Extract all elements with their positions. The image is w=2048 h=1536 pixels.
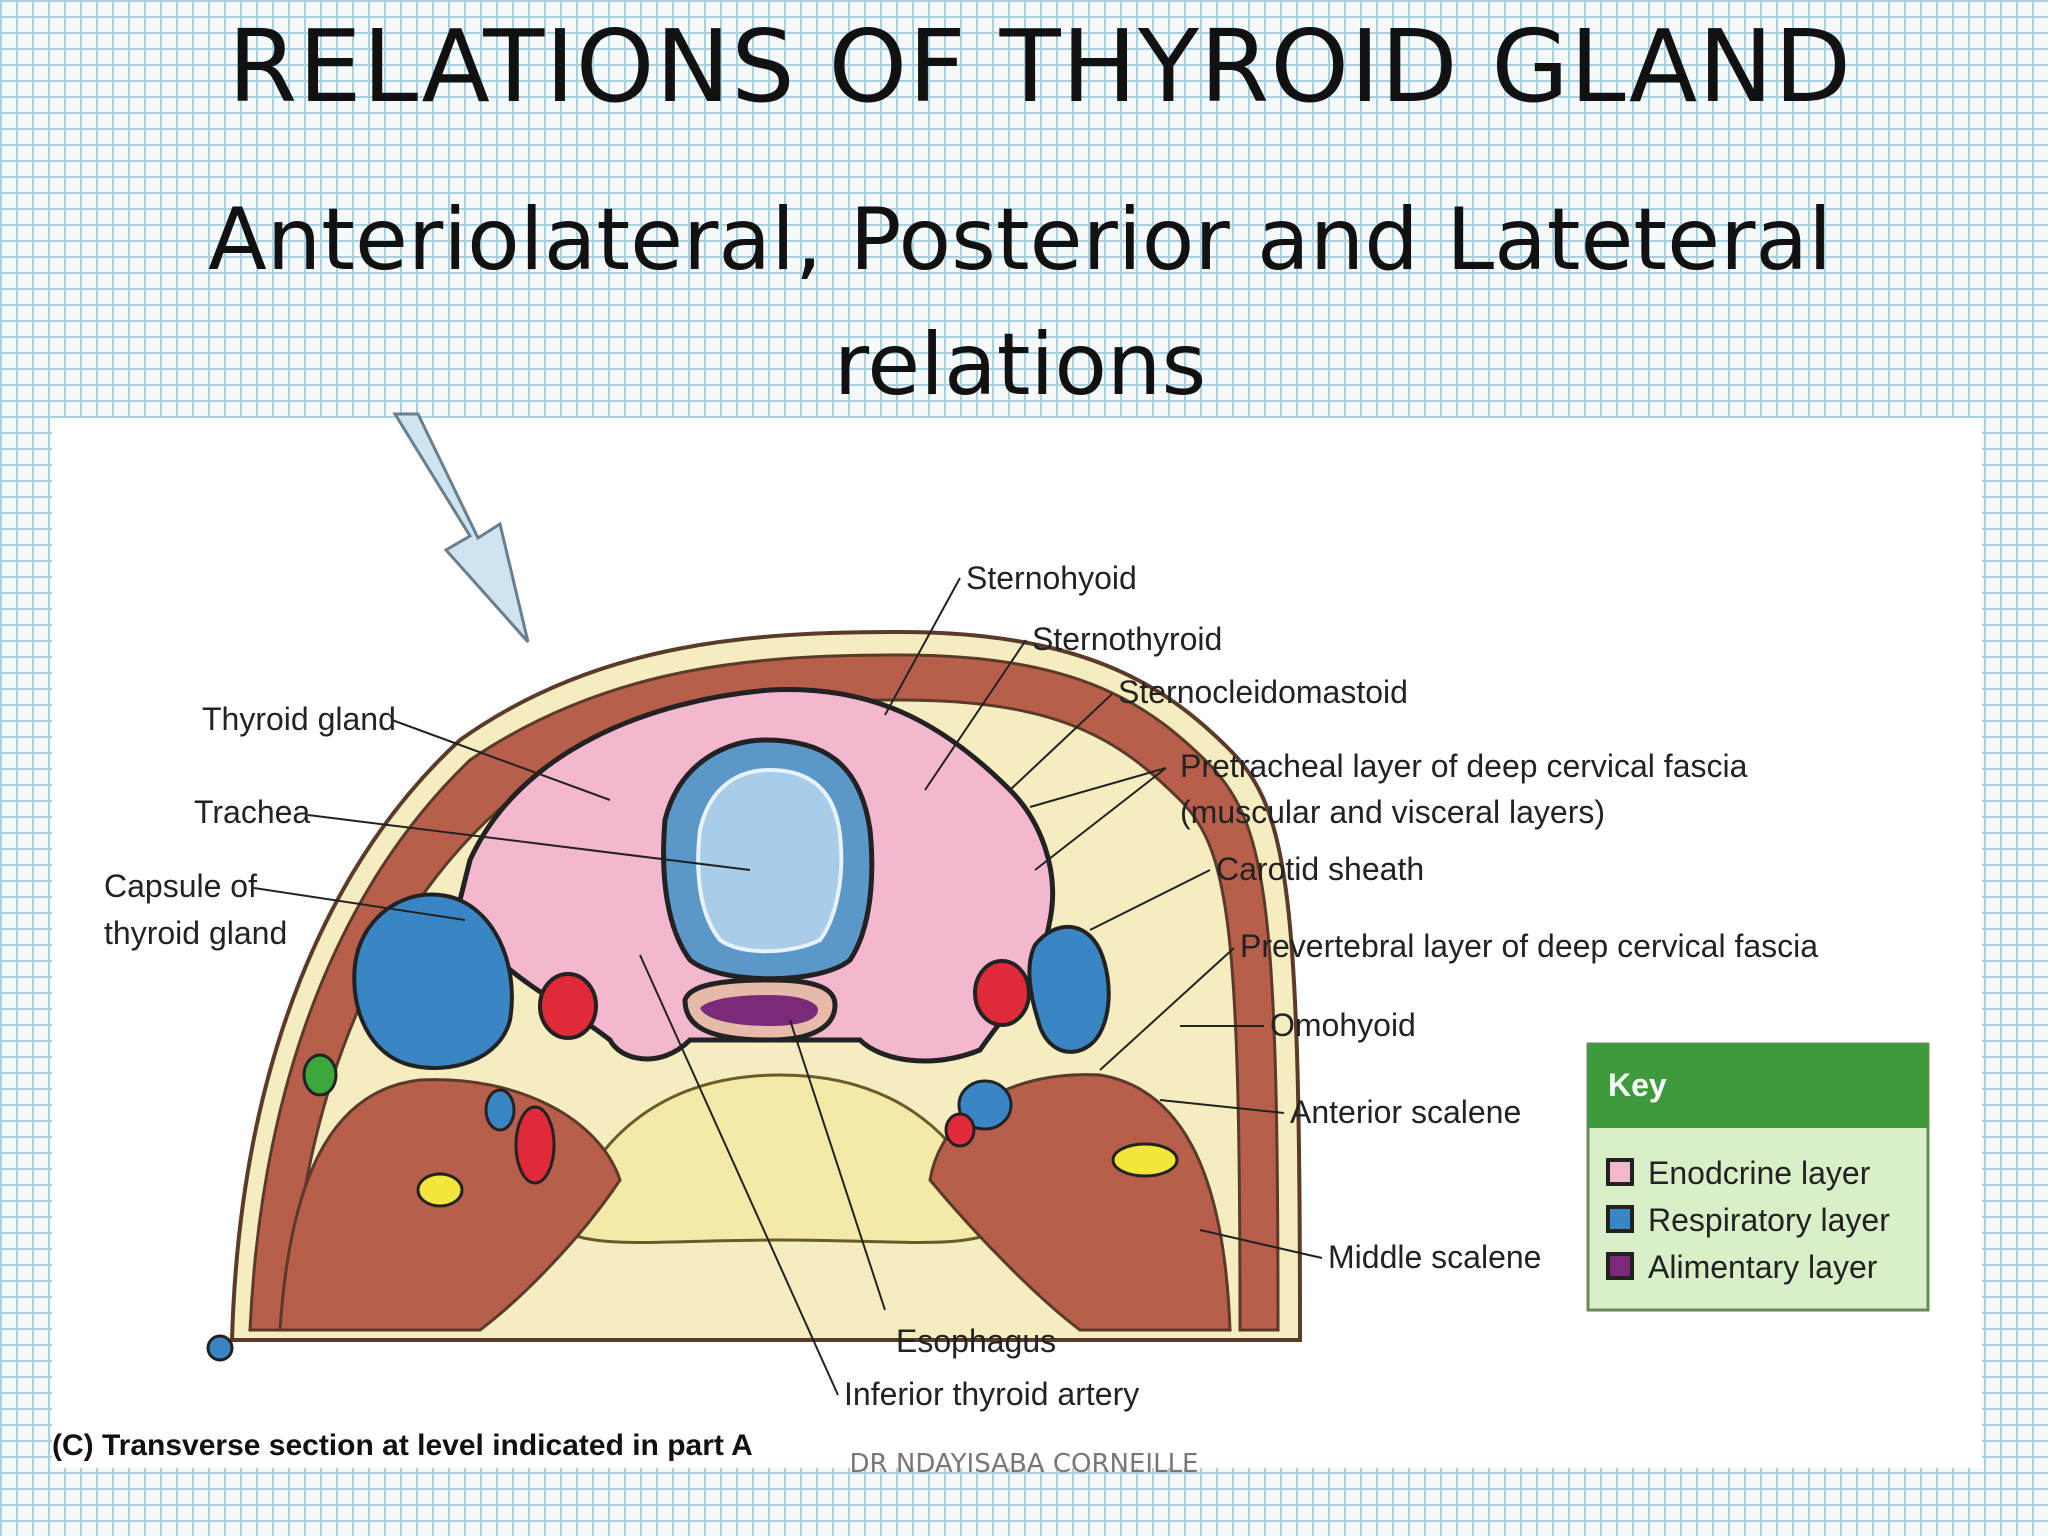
label-trachea: Trachea [194, 794, 310, 830]
left-carotid-artery [538, 972, 598, 1040]
label-omohyoid: Omohyoid [1270, 1007, 1416, 1043]
leader-pretracheal-b [1034, 767, 1167, 871]
label-middle-scalene: Middle scalene [1328, 1239, 1541, 1275]
label-sternohyoid: Sternohyoid [966, 560, 1137, 596]
leader-thyroid-gland [391, 719, 611, 801]
right-labels: Sternohyoid Sternothyroid Sternocleidoma… [884, 560, 1818, 1275]
leader-anterior-scalene [1159, 1099, 1285, 1114]
label-pretracheal-2: (muscular and visceral layers) [1180, 794, 1605, 830]
label-sternothyroid: Sternothyroid [1032, 621, 1222, 657]
right-vertebral-vein [957, 1079, 1013, 1131]
label-anterior-scalene: Anterior scalene [1290, 1094, 1521, 1130]
key-header [1588, 1044, 1928, 1128]
subtitle-line-2: relations [833, 315, 1207, 415]
page-subtitle: Anteriolateral, Posterior and Lateteral … [200, 178, 1840, 428]
key-label-respiratory: Respiratory layer [1648, 1202, 1890, 1238]
left-vertebral-vein [484, 1088, 516, 1132]
esophagus-lumen [700, 995, 818, 1026]
key-legend: Key Enodcrine layer Respiratory layer Al… [1586, 1042, 1930, 1312]
page-title: RELATIONS OF THYROID GLAND [227, 8, 1853, 125]
trachea-lumen [696, 767, 844, 954]
right-carotid-artery [973, 959, 1031, 1027]
label-inferior-thyroid-artery: Inferior thyroid artery [844, 1376, 1139, 1412]
left-internal-jugular-vein [352, 892, 514, 1070]
right-vertebral-artery [944, 1112, 976, 1148]
left-vertebral-artery [514, 1105, 556, 1185]
leader-inferior-thyroid-artery [639, 954, 839, 1396]
label-thyroid-gland: Thyroid gland [202, 701, 396, 737]
right-nerve-bundle [1111, 1142, 1179, 1178]
key-label-endocrine: Enodcrine layer [1648, 1155, 1871, 1191]
left-lymph-node [302, 1053, 338, 1097]
label-pretracheal-1: Pretracheal layer of deep cervical fasci… [1180, 748, 1748, 784]
bottom-labels: Esophagus Inferior thyroid artery [639, 954, 1139, 1412]
leader-capsule [253, 887, 466, 921]
label-capsule-1: Capsule of [104, 868, 257, 904]
label-esophagus: Esophagus [896, 1323, 1056, 1359]
left-nerve-bundle [416, 1172, 464, 1208]
label-carotid-sheath: Carotid sheath [1216, 851, 1424, 887]
key-title: Key [1608, 1067, 1667, 1103]
leader-sternothyroid [924, 639, 1027, 791]
leader-middle-scalene [1199, 1229, 1323, 1259]
key-label-alimentary: Alimentary layer [1648, 1249, 1878, 1285]
key-swatch-respiratory [1606, 1205, 1634, 1233]
footer-author: DR NDAYISABA CORNEILLE [849, 1449, 1199, 1479]
label-sternocleidomastoid: Sternocleidomastoid [1118, 674, 1408, 710]
subtitle-line-1: Anteriolateral, Posterior and Lateteral [207, 190, 1833, 290]
left-labels: Thyroid gland Trachea Capsule of thyroid… [104, 701, 751, 951]
key-swatch-endocrine [1606, 1158, 1634, 1186]
leader-sternocleidomastoid [1009, 693, 1113, 791]
figure-caption: (C) Transverse section at level indicate… [52, 1429, 753, 1462]
leader-sternohyoid [884, 577, 961, 716]
left-external-jugular [206, 1334, 234, 1362]
right-internal-jugular-vein [1027, 924, 1111, 1054]
label-capsule-2: thyroid gland [104, 915, 287, 951]
label-prevertebral: Prevertebral layer of deep cervical fasc… [1240, 928, 1818, 964]
leader-trachea [307, 814, 751, 871]
section-arrow [392, 412, 530, 643]
leader-prevertebral [1099, 947, 1235, 1071]
leader-carotid-sheath [1089, 869, 1211, 931]
leader-pretracheal-a [1029, 767, 1167, 808]
leader-esophagus [789, 1019, 886, 1311]
key-swatch-alimentary [1606, 1252, 1634, 1280]
